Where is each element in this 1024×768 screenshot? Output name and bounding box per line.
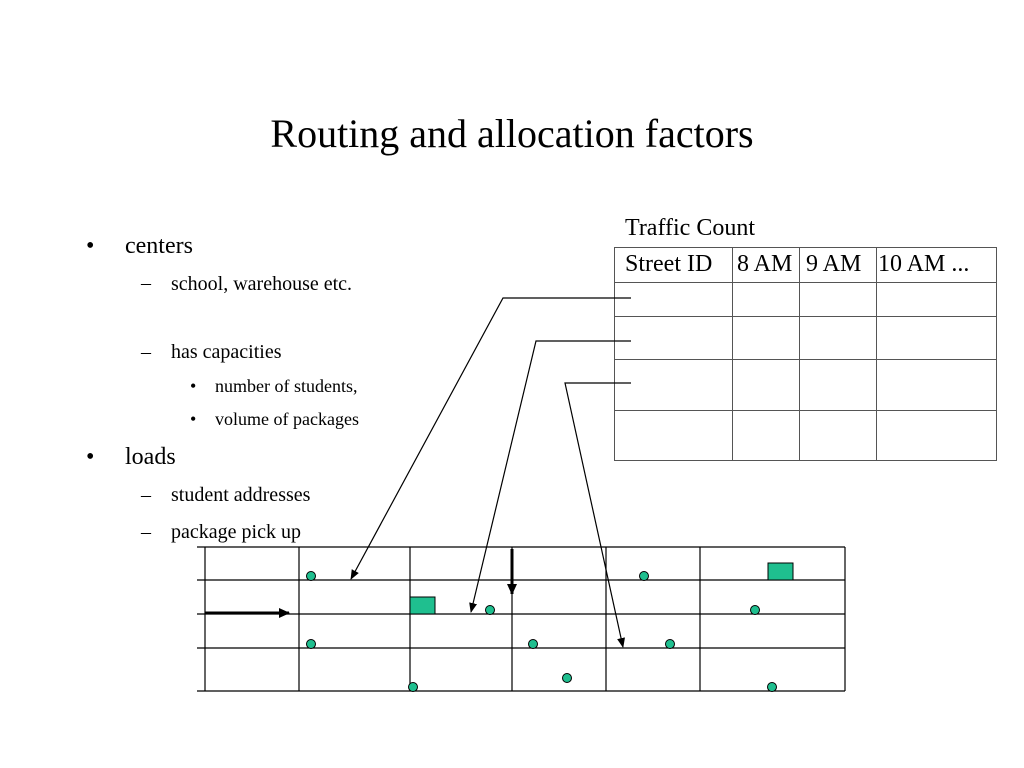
table-cell <box>732 316 800 360</box>
table-cell <box>876 359 997 411</box>
load-point-icon <box>306 571 316 581</box>
table-header-row: Street ID 8 AM 9 AM 10 AM ... <box>614 247 997 283</box>
table-cell <box>876 282 997 317</box>
center-square-icon <box>767 562 794 581</box>
connector-row2-line <box>469 340 631 613</box>
sub-bullet-package-pickup-label: package pick up <box>171 521 301 543</box>
connector-row3-line <box>564 382 631 648</box>
sub-bullet-has-capacities-label: has capacities <box>171 341 282 363</box>
load-point-icon <box>665 639 675 649</box>
table-cell <box>876 316 997 360</box>
slide-title: Routing and allocation factors <box>270 111 754 156</box>
table-row <box>614 282 997 317</box>
center-markers <box>409 562 794 615</box>
table-cell <box>614 282 733 317</box>
bullet-icon: • <box>86 233 95 259</box>
dash-icon: – <box>141 341 151 363</box>
bullet-loads-label: loads <box>125 444 176 470</box>
flow-arrows <box>205 549 517 618</box>
table-cell <box>614 359 733 411</box>
dash-icon: – <box>141 484 151 506</box>
table-cell <box>614 410 733 461</box>
sub-bullet-student-addresses-label: student addresses <box>171 484 311 506</box>
street-grid <box>197 546 846 692</box>
table-cell <box>799 316 877 360</box>
connector-row1-line <box>350 297 631 580</box>
connector-lines <box>350 297 631 648</box>
load-point-icon <box>562 673 572 683</box>
dash-icon: – <box>141 272 151 294</box>
table-row <box>614 359 997 411</box>
center-square-icon <box>409 596 436 615</box>
traffic-table-caption: Traffic Count <box>625 215 756 241</box>
traffic-count-table: Street ID 8 AM 9 AM 10 AM ... <box>614 247 997 461</box>
bullet-icon: • <box>190 376 197 396</box>
table-header-8am: 8 AM <box>732 247 800 283</box>
table-cell <box>732 410 800 461</box>
dash-icon: – <box>141 521 151 543</box>
bullet-icon: • <box>190 409 197 429</box>
load-point-icon <box>767 682 777 692</box>
load-point-icon <box>485 605 495 615</box>
load-point-icon <box>750 605 760 615</box>
load-points <box>306 571 777 692</box>
load-point-icon <box>306 639 316 649</box>
load-point-icon <box>528 639 538 649</box>
table-row <box>614 316 997 360</box>
bullet-icon: • <box>86 444 95 470</box>
sub-sub-bullet-students-label: number of students, <box>215 376 358 396</box>
table-row <box>614 410 997 461</box>
table-header-9am: 9 AM <box>799 247 877 283</box>
sub-bullet-school-warehouse-label: school, warehouse etc. <box>171 273 353 295</box>
table-header-street-id: Street ID <box>614 247 733 283</box>
bullet-centers-label: centers <box>125 233 193 259</box>
sub-sub-bullet-packages-label: volume of packages <box>215 409 359 429</box>
table-cell <box>876 410 997 461</box>
load-point-icon <box>639 571 649 581</box>
table-cell <box>799 410 877 461</box>
load-point-icon <box>408 682 418 692</box>
